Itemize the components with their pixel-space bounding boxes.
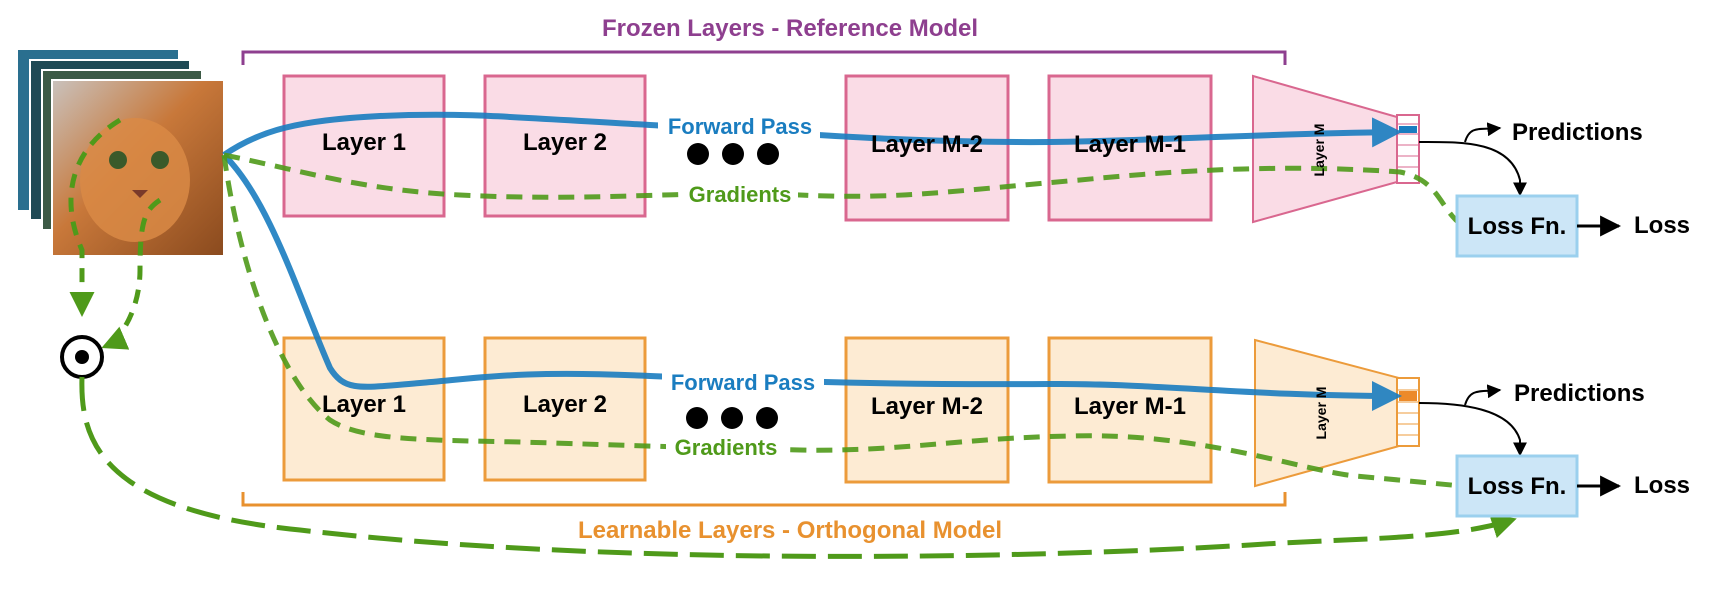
ref-loss-fn-box <box>1455 194 1579 258</box>
ref-layer-2-label: Layer 2 <box>523 129 607 156</box>
orth-layer-m1-box <box>1047 336 1213 484</box>
orth-forward-pass-path <box>221 152 1402 411</box>
cat-eye-left <box>109 151 127 169</box>
orth-gradient-label-group: Gradients <box>666 435 784 461</box>
ref-gradient-label: Gradients <box>689 182 792 207</box>
ref-layer-m1-label: Layer M-1 <box>1074 131 1186 158</box>
orth-layer-m1-label: Layer M-1 <box>1074 393 1186 420</box>
orth-predictions-label: Predictions <box>1514 380 1645 407</box>
orth-to-predictions-arrow <box>1464 384 1502 406</box>
orth-layer-m2-label: Layer M-2 <box>871 393 983 420</box>
ref-forward-label: Forward Pass <box>668 114 812 139</box>
ref-forward-label-group: Forward Pass <box>658 112 820 140</box>
ref-loss-label: Loss <box>1634 212 1690 239</box>
ref-layer-1-label: Layer 1 <box>322 129 406 156</box>
orth-loss-label: Loss <box>1634 472 1690 499</box>
grad-to-product-left <box>68 117 122 317</box>
grad-to-product-right <box>101 197 162 350</box>
ref-loss-fn-label: Loss Fn. <box>1468 213 1567 240</box>
orth-gradient-path <box>221 154 1463 489</box>
ref-gradient-path <box>223 152 1464 228</box>
orth-ellipsis <box>686 407 778 429</box>
ref-layer-m-label: Layer M <box>1311 124 1327 177</box>
learnable-bracket-title: Learnable Layers - Orthogonal Model <box>578 517 1002 544</box>
orth-gradient-label: Gradients <box>675 435 778 460</box>
orthogonal-model <box>282 336 1420 488</box>
ref-layer-m1-box <box>1047 74 1213 222</box>
ref-layer-2-box <box>483 74 647 218</box>
orth-layer-1-label: Layer 1 <box>322 391 406 418</box>
orth-layer-m2-box <box>844 336 1010 484</box>
input-image-stack <box>18 50 225 257</box>
orth-layer-1-box <box>282 336 446 482</box>
ref-to-loss-arrow <box>1418 140 1527 197</box>
ref-ellipsis <box>687 143 779 165</box>
cat-eye-right <box>151 151 169 169</box>
ref-predictions-label: Predictions <box>1512 119 1643 146</box>
orth-layer-2-box <box>483 336 647 482</box>
orth-to-loss-arrow <box>1418 402 1527 457</box>
ref-to-predictions-arrow <box>1464 122 1502 143</box>
ref-gradient-label-group: Gradients <box>680 182 798 208</box>
orth-forward-label: Forward Pass <box>671 370 815 395</box>
frozen-bracket-title: Frozen Layers - Reference Model <box>602 15 978 42</box>
ref-layer-m2-label: Layer M-2 <box>871 131 983 158</box>
orth-layer-m-label: Layer M <box>1313 387 1329 440</box>
elementwise-product-node <box>60 335 104 379</box>
reference-model <box>282 74 1420 224</box>
orth-layer-2-label: Layer 2 <box>523 391 607 418</box>
frozen-bracket <box>241 50 1287 65</box>
orth-loss-fn-box <box>1455 454 1579 518</box>
orth-forward-label-group: Forward Pass <box>662 369 824 397</box>
orth-loss-fn-label: Loss Fn. <box>1468 473 1567 500</box>
orth-output-vector <box>1396 377 1420 447</box>
product-to-loss-path <box>79 376 1517 559</box>
learnable-bracket <box>241 492 1287 507</box>
